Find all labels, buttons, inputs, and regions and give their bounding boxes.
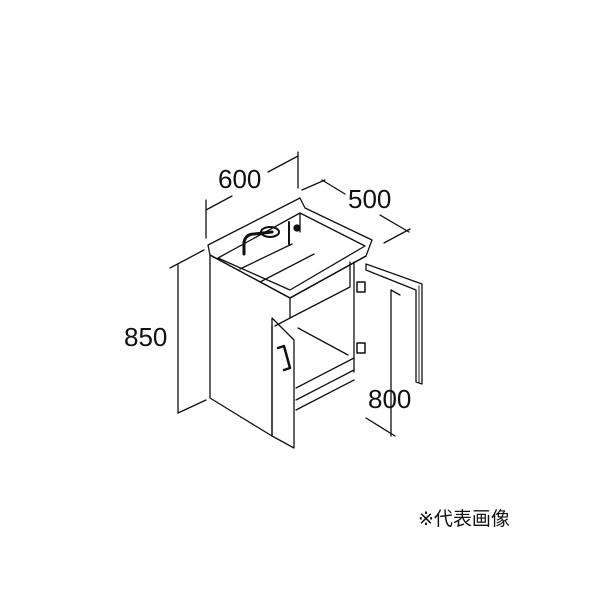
depth-dimension-line: [301, 179, 411, 244]
faucet: [242, 221, 301, 256]
counter-height-dimension-line: [365, 289, 401, 437]
counter-height-label: 800: [368, 384, 412, 414]
right-door: [356, 263, 423, 385]
height-dimension-line: [169, 249, 207, 414]
height-label: 850: [124, 322, 168, 352]
cabinet-body: [209, 254, 355, 437]
representative-image-note: ※代表画像: [418, 508, 510, 530]
left-door: [271, 317, 295, 449]
depth-label: 500: [348, 184, 392, 214]
width-dimension-line: [205, 151, 299, 239]
width-label: 600: [218, 164, 262, 194]
